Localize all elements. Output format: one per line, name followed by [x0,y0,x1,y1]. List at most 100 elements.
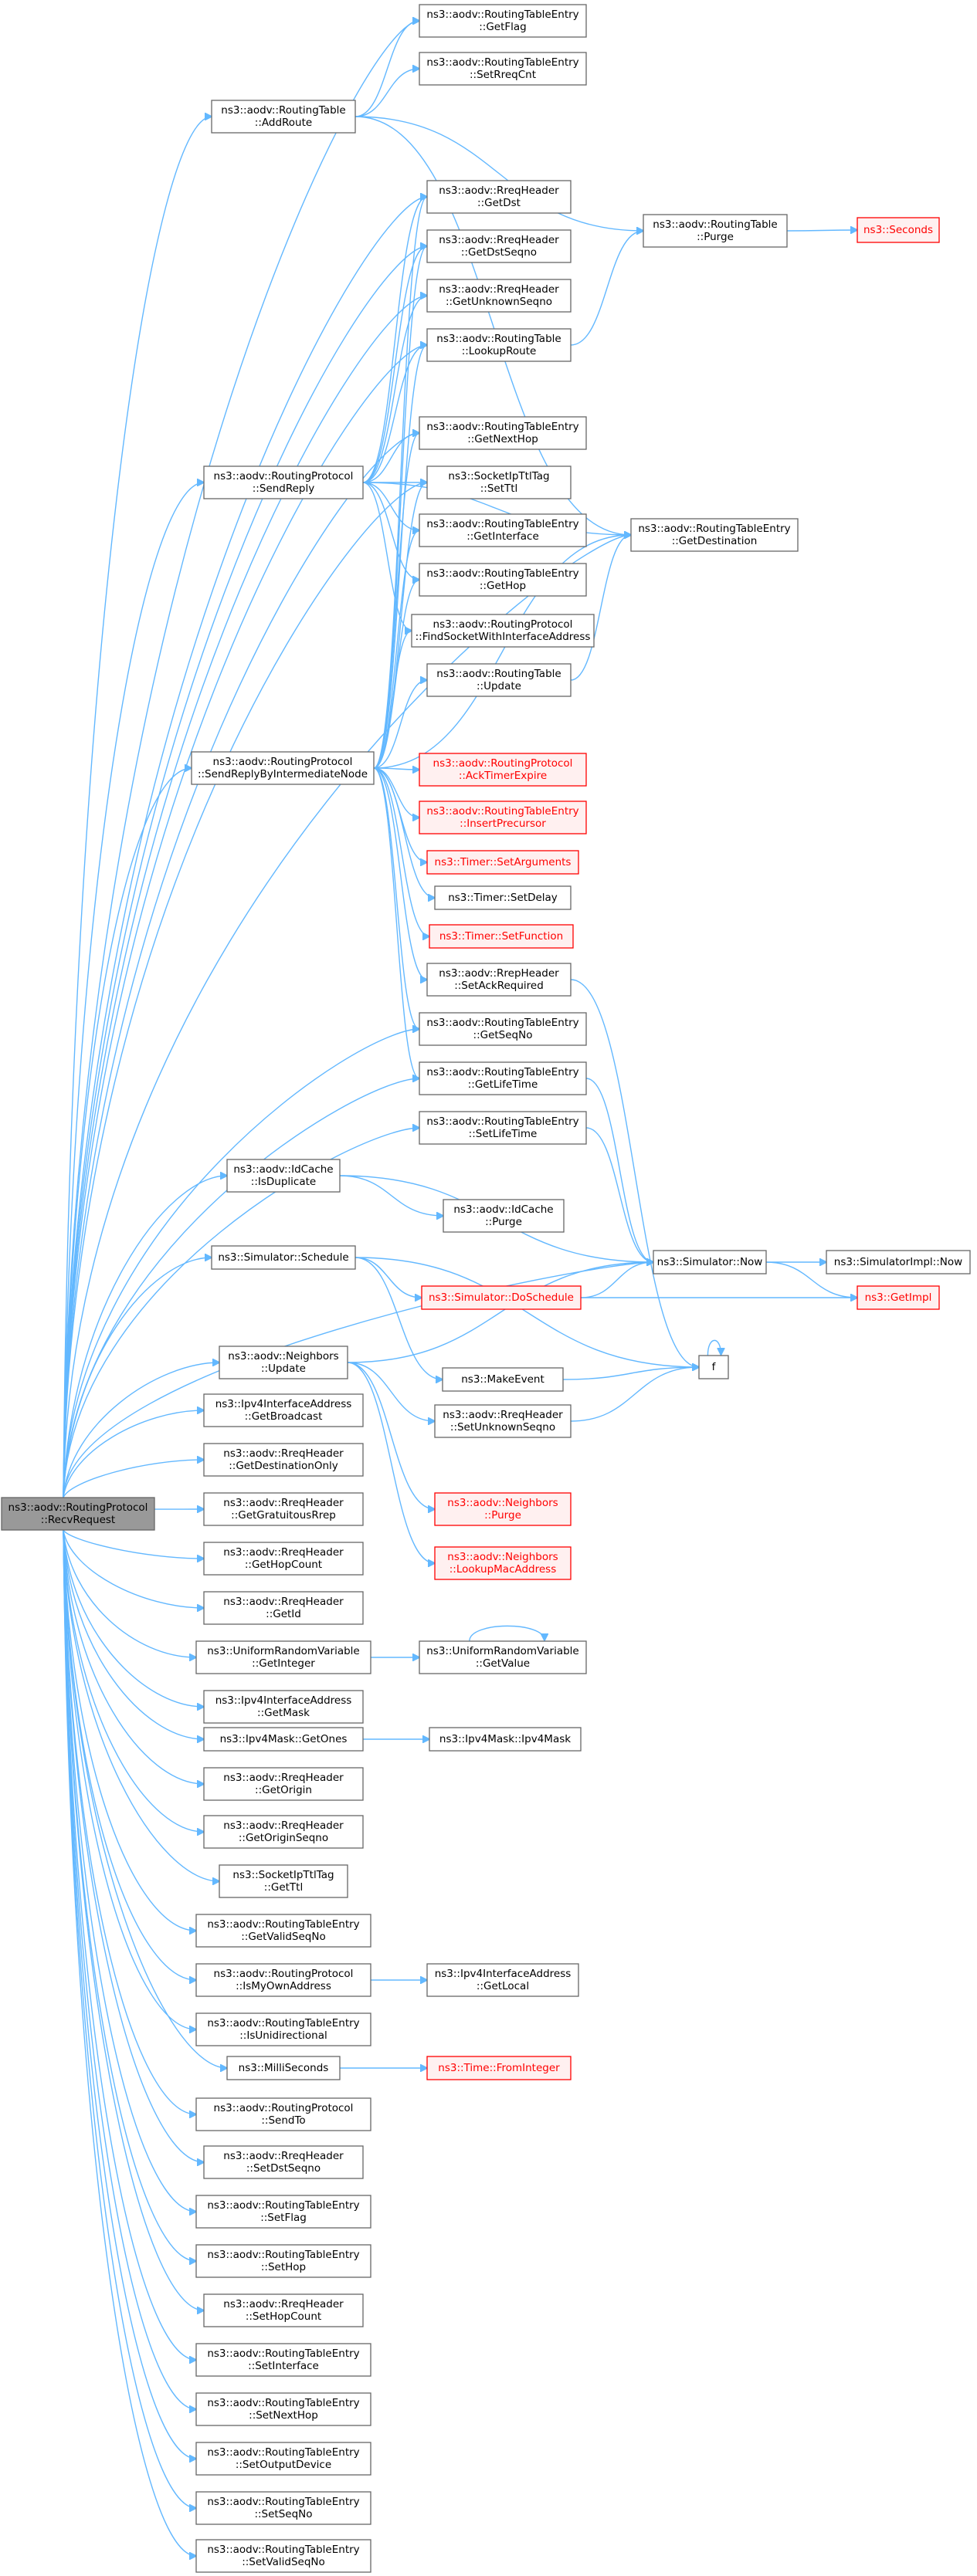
node-getones[interactable]: ns3::Ipv4Mask::GetOnes [203,1727,364,1752]
node-getinteger[interactable]: ns3::UniformRandomVariable::GetInteger [195,1640,371,1674]
node-box [195,1640,371,1674]
node-getinterface[interactable]: ns3::aodv::RoutingTableEntry::GetInterfa… [419,513,587,547]
node-label-line: ns3::aodv::RoutingTableEntry [207,2199,359,2212]
node-getttl[interactable]: ns3::SocketIpTtlTag::GetTtl [219,1864,348,1898]
node-ipv4mask[interactable]: ns3::Ipv4Mask::Ipv4Mask [429,1727,582,1752]
node-setlifetime[interactable]: ns3::aodv::RoutingTableEntry::SetLifeTim… [419,1111,587,1145]
node-label-line: ::SetUnknownSeqno [450,1421,555,1434]
node-setackreq[interactable]: ns3::aodv::RrepHeader::SetAckRequired [426,963,572,997]
node-label-line: ns3::aodv::RreqHeader [439,184,559,197]
node-setvalidseqno[interactable]: ns3::aodv::RoutingTableEntry::SetValidSe… [195,2539,371,2573]
node-addroute[interactable]: ns3::aodv::RoutingTable::AddRoute [211,100,356,134]
node-label-line: ::GetTtl [264,1881,303,1894]
node-setdstseqno[interactable]: ns3::aodv::RreqHeader::SetDstSeqno [203,2145,364,2179]
node-box [195,1914,371,1948]
node-getorigin[interactable]: ns3::aodv::RreqHeader::GetOrigin [203,1767,364,1801]
node-getdestination[interactable]: ns3::aodv::RoutingTableEntry::GetDestina… [630,518,799,552]
node-findsocket[interactable]: ns3::aodv::RoutingProtocol::FindSocketWi… [411,614,595,648]
edge-lookuproute-to-purge-rt [570,231,643,346]
node-nbpurge[interactable]: ns3::aodv::Neighbors::Purge [434,1492,572,1526]
node-setseqno[interactable]: ns3::aodv::RoutingTableEntry::SetSeqNo [195,2491,371,2525]
node-getoriginseqno[interactable]: ns3::aodv::RreqHeader::GetOriginSeqno [203,1815,364,1849]
node-label-line: ns3::Ipv4Mask::Ipv4Mask [439,1733,571,1745]
node-getdstseqno[interactable]: ns3::aodv::RreqHeader::GetDstSeqno [426,229,572,263]
edge-root-to-getoriginseqno [63,1529,204,1832]
node-sendreply[interactable]: ns3::aodv::RoutingProtocol::SendReply [203,465,364,499]
node-nbupdate[interactable]: ns3::aodv::Neighbors::Update [219,1346,348,1379]
node-setflag[interactable]: ns3::aodv::RoutingTableEntry::SetFlag [195,2195,371,2229]
node-insertprec[interactable]: ns3::aodv::RoutingTableEntry::InsertPrec… [419,801,587,834]
node-isduplicate[interactable]: ns3::aodv::IdCache::IsDuplicate [226,1159,341,1193]
node-getmask[interactable]: ns3::Ipv4InterfaceAddress::GetMask [203,1690,364,1724]
node-milliseconds[interactable]: ns3::MilliSeconds [226,2056,341,2080]
node-purge-rt[interactable]: ns3::aodv::RoutingTable::Purge [643,214,788,248]
node-getimpl[interactable]: ns3::GetImpl [857,1285,940,1310]
node-setreqcnt[interactable]: ns3::aodv::RoutingTableEntry::SetRreqCnt [419,52,587,86]
node-schedule[interactable]: ns3::Simulator::Schedule [211,1245,356,1270]
node-label-line: ::Update [477,680,521,692]
node-lookuproute[interactable]: ns3::aodv::RoutingTable::LookupRoute [426,328,572,362]
node-getgratuitous[interactable]: ns3::aodv::RreqHeader::GetGratuitousRrep [203,1492,364,1526]
node-setargs[interactable]: ns3::Timer::SetArguments [426,850,579,875]
edge-sendreplyinter-to-setdelay [373,767,435,898]
node-setnexthop[interactable]: ns3::aodv::RoutingTableEntry::SetNextHop [195,2392,371,2426]
node-seconds[interactable]: ns3::Seconds [857,217,940,243]
node-makeevent[interactable]: ns3::MakeEvent [442,1367,564,1392]
node-label-line: ::SetRreqCnt [470,69,536,81]
node-root[interactable]: ns3::aodv::RoutingProtocol::RecvRequest [1,1497,155,1531]
node-getflag[interactable]: ns3::aodv::RoutingTableEntry::GetFlag [419,4,587,38]
node-sendto[interactable]: ns3::aodv::RoutingProtocol::SendTo [195,2097,371,2131]
node-setinterface[interactable]: ns3::aodv::RoutingTableEntry::SetInterfa… [195,2343,371,2377]
node-setunknownseqno[interactable]: ns3::aodv::RreqHeader::SetUnknownSeqno [434,1404,572,1438]
node-gethop[interactable]: ns3::aodv::RoutingTableEntry::GetHop [419,563,587,597]
node-box [426,963,572,997]
node-sendreplyinter[interactable]: ns3::aodv::RoutingProtocol::SendReplyByI… [191,751,375,785]
node-getunknownseqno[interactable]: ns3::aodv::RreqHeader::GetUnknownSeqno [426,279,572,313]
edge-sendreplyinter-to-findsocket [373,631,412,769]
node-box [203,1443,364,1477]
node-getvalue[interactable]: ns3::UniformRandomVariable::GetValue [419,1640,587,1674]
node-getbroadcast[interactable]: ns3::Ipv4InterfaceAddress::GetBroadcast [203,1393,364,1427]
node-simimplnow[interactable]: ns3::SimulatorImpl::Now [826,1250,971,1274]
node-getvalidseqno[interactable]: ns3::aodv::RoutingTableEntry::GetValidSe… [195,1914,371,1948]
node-getlocal[interactable]: ns3::Ipv4InterfaceAddress::GetLocal [426,1963,579,1997]
node-setfunction[interactable]: ns3::Timer::SetFunction [429,924,574,949]
node-setoutputdevice[interactable]: ns3::aodv::RoutingTableEntry::SetOutputD… [195,2442,371,2476]
node-acktimer[interactable]: ns3::aodv::RoutingProtocol::AckTimerExpi… [419,753,587,787]
node-sethopcount[interactable]: ns3::aodv::RreqHeader::SetHopCount [203,2293,364,2327]
node-setdelay[interactable]: ns3::Timer::SetDelay [434,885,572,910]
node-sethop[interactable]: ns3::aodv::RoutingTableEntry::SetHop [195,2244,371,2278]
node-getlifetime[interactable]: ns3::aodv::RoutingTableEntry::GetLifeTim… [419,1061,587,1095]
node-label-line: ns3::Ipv4InterfaceAddress [215,1398,352,1410]
node-ismyown[interactable]: ns3::aodv::RoutingProtocol::IsMyOwnAddre… [195,1963,371,1997]
edge-root-to-setoutputdevice [63,1529,196,2459]
node-label-line: ns3::aodv::RoutingTableEntry [638,523,790,535]
node-isunidir[interactable]: ns3::aodv::RoutingTableEntry::IsUnidirec… [195,2012,371,2046]
node-gethopcount[interactable]: ns3::aodv::RreqHeader::GetHopCount [203,1542,364,1576]
node-label-line: ns3::aodv::RoutingProtocol [214,2102,354,2114]
edge-root-to-isduplicate [63,1176,227,1498]
edge-nbupdate-to-setunknownseqno [347,1362,435,1421]
node-getdst[interactable]: ns3::aodv::RreqHeader::GetDst [426,180,572,214]
edge-root-to-gethopcount [63,1529,204,1559]
node-update-rt[interactable]: ns3::aodv::RoutingTable::Update [426,663,572,697]
node-label-line: ::SetDstSeqno [246,2162,321,2175]
node-getid[interactable]: ns3::aodv::RreqHeader::GetId [203,1591,364,1625]
node-getdestonly[interactable]: ns3::aodv::RreqHeader::GetDestinationOnl… [203,1443,364,1477]
node-box [421,1285,582,1310]
node-setttl[interactable]: ns3::SocketIpTtlTag::SetTtl [426,465,572,499]
node-box [195,2491,371,2525]
node-f[interactable]: f [698,1355,729,1379]
node-label-line: ::SendTo [261,2114,305,2127]
node-label-line: ns3::aodv::RoutingTableEntry [426,567,578,580]
edge-root-to-setlifetime [63,1128,419,1498]
node-getnexthop[interactable]: ns3::aodv::RoutingTableEntry::GetNextHop [419,416,587,450]
node-lookupmac[interactable]: ns3::aodv::Neighbors::LookupMacAddress [434,1546,572,1580]
node-idpurge[interactable]: ns3::aodv::IdCache::Purge [443,1199,565,1233]
node-getseqno[interactable]: ns3::aodv::RoutingTableEntry::GetSeqNo [419,1012,587,1046]
node-frominteger[interactable]: ns3::Time::FromInteger [426,2056,572,2080]
node-box [419,753,587,787]
node-doschedule[interactable]: ns3::Simulator::DoSchedule [421,1285,582,1310]
node-box [195,2442,371,2476]
node-now[interactable]: ns3::Simulator::Now [653,1250,767,1274]
